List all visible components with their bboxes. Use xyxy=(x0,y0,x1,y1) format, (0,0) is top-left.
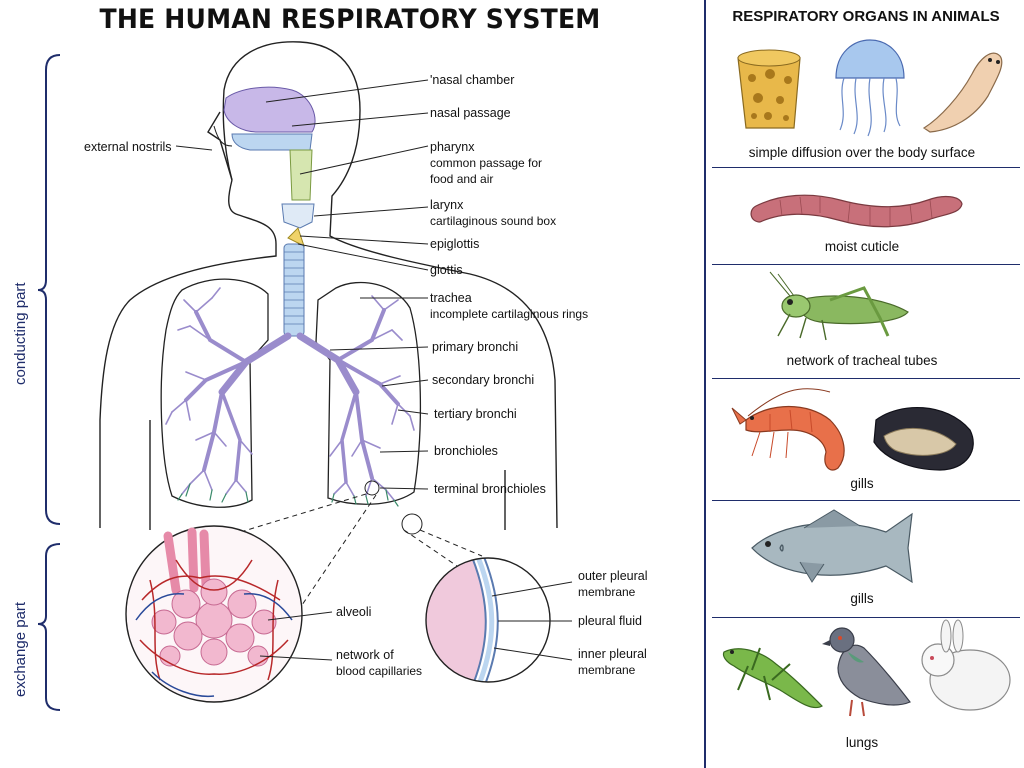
mussel-icon xyxy=(873,406,974,471)
outer-pleural-label: outer pleural membrane xyxy=(578,568,648,600)
larynx-desc: cartilaginous sound box xyxy=(430,214,557,228)
prawn-icon xyxy=(731,388,845,471)
glottis-label: glottis xyxy=(430,263,463,277)
outer-pleural-line-2: membrane xyxy=(578,585,636,599)
nasal-chamber-label: 'nasal chamber xyxy=(430,73,515,87)
panel-divider xyxy=(704,0,706,768)
row-divider xyxy=(712,167,1020,168)
animal-row-caption: gills xyxy=(850,476,874,491)
inner-pleural-label: inner pleural membrane xyxy=(578,646,647,678)
terminal-bronchioles-label: terminal bronchioles xyxy=(434,482,546,496)
leader-lines xyxy=(175,79,573,661)
pharynx-label: pharynx common passage for food and air xyxy=(430,139,542,187)
exchange-part-label: exchange part xyxy=(12,601,29,697)
pleural-fluid-label: pleural fluid xyxy=(578,614,642,628)
row-divider xyxy=(712,378,1020,379)
pharynx-name: pharynx xyxy=(430,140,475,154)
row-divider xyxy=(712,264,1020,265)
trachea xyxy=(283,243,305,337)
grasshopper-icon xyxy=(769,271,909,341)
lizard-icon xyxy=(722,647,823,709)
pleura-zoom xyxy=(425,557,551,683)
terminal-bronchiole-marker xyxy=(364,480,380,496)
exchange-part-bracket xyxy=(37,543,61,711)
tertiary-bronchi-label: tertiary bronchi xyxy=(434,407,517,421)
capillaries-label: network of blood capillaries xyxy=(336,647,422,679)
sponge-icon xyxy=(737,49,801,129)
larynx-label: larynx cartilaginous sound box xyxy=(430,197,556,229)
bronchial-tree xyxy=(165,287,415,507)
alveoli-zoom xyxy=(125,525,303,703)
earthworm-icon xyxy=(750,194,963,228)
zoom-lines xyxy=(213,493,483,609)
capillaries-line-1: network of xyxy=(336,648,394,662)
pharynx-desc-2: food and air xyxy=(430,172,494,186)
flatworm-icon xyxy=(922,52,1003,133)
secondary-bronchi-label: secondary bronchi xyxy=(432,373,535,387)
pleura-marker xyxy=(401,513,423,535)
larynx xyxy=(281,203,315,247)
nasal-chamber xyxy=(213,86,316,151)
jellyfish-icon xyxy=(835,39,905,137)
body-outline xyxy=(99,41,558,530)
larynx-name: larynx xyxy=(430,198,464,212)
pigeon-icon xyxy=(822,627,911,717)
animal-row-caption: gills xyxy=(850,591,874,606)
alveoli-label: alveoli xyxy=(336,605,372,619)
animal-row-caption: moist cuticle xyxy=(824,239,900,254)
bronchioles-label: bronchioles xyxy=(434,444,498,458)
conducting-part-bracket xyxy=(37,54,61,525)
row-divider xyxy=(712,617,1020,618)
nasal-passage-label: nasal passage xyxy=(430,106,511,120)
animals-panel-title: RESPIRATORY ORGANS IN ANIMALS xyxy=(732,8,1000,25)
animal-row-caption: network of tracheal tubes xyxy=(786,353,938,368)
inner-pleural-line-1: inner pleural xyxy=(578,647,647,661)
conducting-part-label: conducting part xyxy=(12,282,29,385)
fish-icon xyxy=(751,509,913,584)
epiglottis-label: epiglottis xyxy=(430,237,480,251)
page-title: THE HUMAN RESPIRATORY SYSTEM xyxy=(99,4,601,35)
trachea-name: trachea xyxy=(430,291,472,305)
pharynx xyxy=(289,149,313,201)
capillaries-line-2: blood capillaries xyxy=(336,664,423,678)
left-lung xyxy=(160,278,269,508)
inner-pleural-line-2: membrane xyxy=(578,663,636,677)
epiglottis-shape xyxy=(287,227,305,247)
animal-row-caption: lungs xyxy=(845,735,879,750)
trachea-desc: incomplete cartilaginous rings xyxy=(430,307,589,321)
outer-pleural-line-1: outer pleural xyxy=(578,569,648,583)
row-divider xyxy=(712,500,1020,501)
external-nostrils-label: external nostrils xyxy=(84,140,172,154)
primary-bronchi-label: primary bronchi xyxy=(432,340,519,354)
trachea-label: trachea incomplete cartilaginous rings xyxy=(430,290,588,322)
pharynx-desc-1: common passage for xyxy=(430,156,543,170)
rabbit-icon xyxy=(921,619,1011,711)
animal-row-caption: simple diffusion over the body surface xyxy=(748,145,976,160)
